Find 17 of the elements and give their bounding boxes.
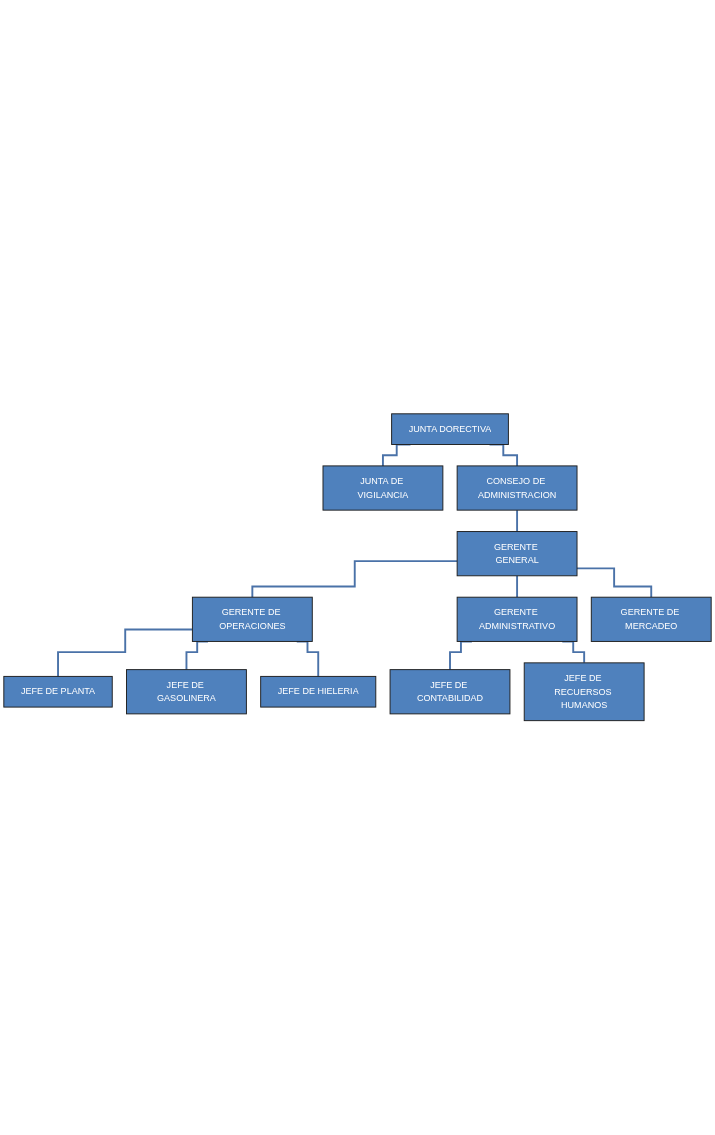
node-box: JEFE DE HIELERIA — [260, 676, 377, 708]
node-box: JEFE DE PLANTA — [3, 676, 113, 708]
connector — [516, 575, 519, 599]
connector — [251, 560, 459, 599]
node-box: JUNTA DORECTIVA — [391, 413, 509, 446]
node-box: CONSEJO DE ADMINISTRACION — [456, 465, 578, 511]
node-box: JEFE DE CONTABILIDAD — [389, 669, 511, 715]
node-box: GERENTE DE MERCADEO — [590, 597, 712, 643]
node-box: GERENTE DE OPERACIONES — [191, 597, 313, 643]
connector — [576, 567, 653, 599]
node-box: JEFE DE RECUERSOS HUMANOS — [523, 662, 645, 722]
node-box: JEFE DE GASOLINERA — [126, 669, 247, 715]
connector — [516, 509, 519, 533]
connector — [57, 628, 194, 678]
node-box: GERENTE GENERAL — [456, 531, 578, 577]
node-box: JUNTA DE VIGILANCIA — [322, 465, 444, 511]
node-box: GERENTE ADMINISTRATIVO — [456, 597, 578, 643]
